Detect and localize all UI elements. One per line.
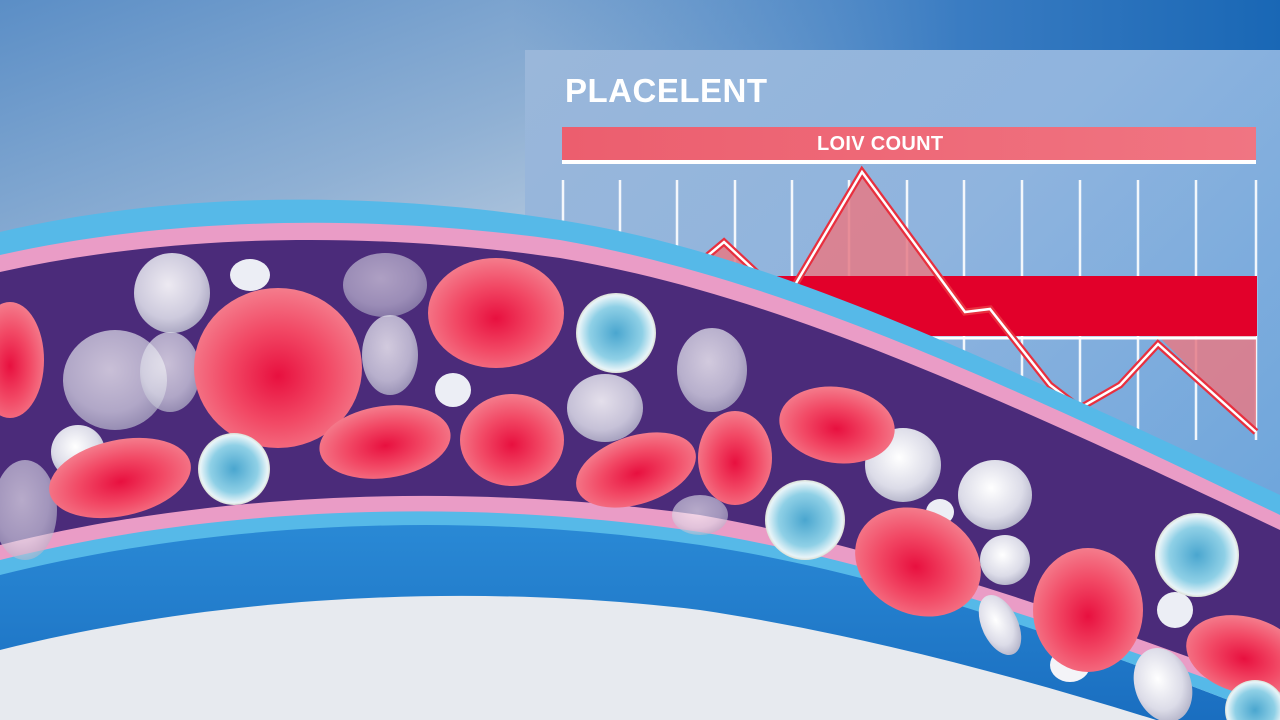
blood-cells [0,253,1280,720]
top-blue-band [0,0,1280,50]
legend-label: LOIV COUNT [817,133,944,155]
chart-legend-bar: LOIV COUNT [562,127,1256,164]
chart-title: PLACELENT [565,72,768,109]
